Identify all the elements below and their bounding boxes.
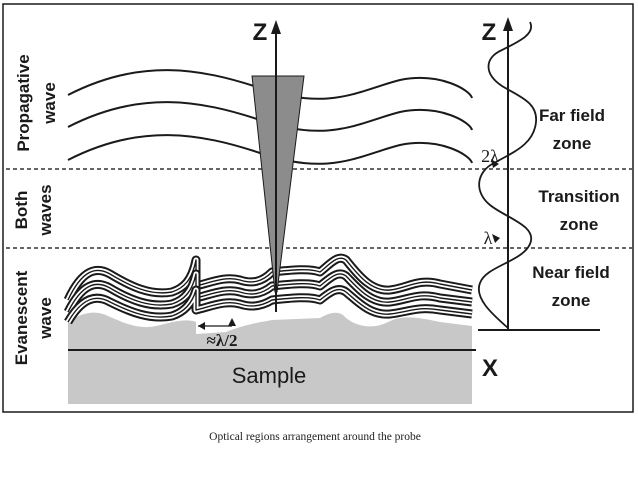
near-field-label-line1: Near field	[532, 263, 609, 282]
svg-text:wave: wave	[40, 82, 59, 125]
evanescent-waves	[63, 253, 473, 302]
svg-text:wave: wave	[36, 297, 55, 340]
propagative-wave-line	[67, 101, 473, 132]
sample-surface	[68, 312, 472, 351]
propagative-wave-line	[67, 134, 473, 165]
evanescent-waves-3	[64, 285, 473, 325]
sample-block	[68, 351, 472, 404]
z-axis-left-label: Z	[253, 19, 268, 46]
x-axis-label: X	[482, 355, 498, 382]
transition-label-line2: zone	[560, 215, 599, 234]
both-waves-label: Both	[12, 191, 31, 230]
far-field-label-line2: zone	[553, 134, 592, 153]
sample-label: Sample	[232, 363, 307, 388]
propagative-wave-label-2: wave	[40, 82, 59, 125]
far-field-label-line1: Far field	[539, 106, 605, 125]
z-axis-right-arrowhead	[503, 17, 513, 31]
transition-label-line1: Transition	[538, 187, 619, 206]
svg-text:waves: waves	[36, 184, 55, 236]
half-lambda-arrowhead-left	[198, 322, 205, 330]
two-lambda-arrow	[491, 159, 499, 168]
lambda-arrow	[492, 234, 500, 243]
evanescent-wave-label: Evanescent	[12, 270, 31, 365]
evanescent-waves-2	[63, 269, 473, 315]
two-lambda-label: 2λ	[481, 146, 499, 166]
half-lambda-label: ≈λ/2	[207, 331, 238, 350]
diagram: Z Z X Sample Far field zone Transition z…	[2, 3, 634, 413]
evanescent-wave-label-2: wave	[36, 297, 55, 340]
svg-text:Both: Both	[12, 191, 31, 230]
figure-caption: Optical regions arrangement around the p…	[209, 431, 421, 443]
half-lambda-arrowhead-up	[228, 318, 236, 326]
propagative-waves	[67, 69, 473, 165]
z-axis-right-label: Z	[482, 19, 497, 46]
svg-text:Evanescent: Evanescent	[12, 270, 31, 365]
propagative-wave-label: Propagative	[14, 54, 33, 151]
both-waves-label-2: waves	[36, 184, 55, 236]
near-field-label-line2: zone	[552, 291, 591, 310]
lambda-label: λ	[484, 228, 493, 248]
propagative-wave-line	[67, 69, 473, 100]
z-axis-left-arrowhead	[271, 20, 281, 34]
svg-text:Propagative: Propagative	[14, 54, 33, 151]
